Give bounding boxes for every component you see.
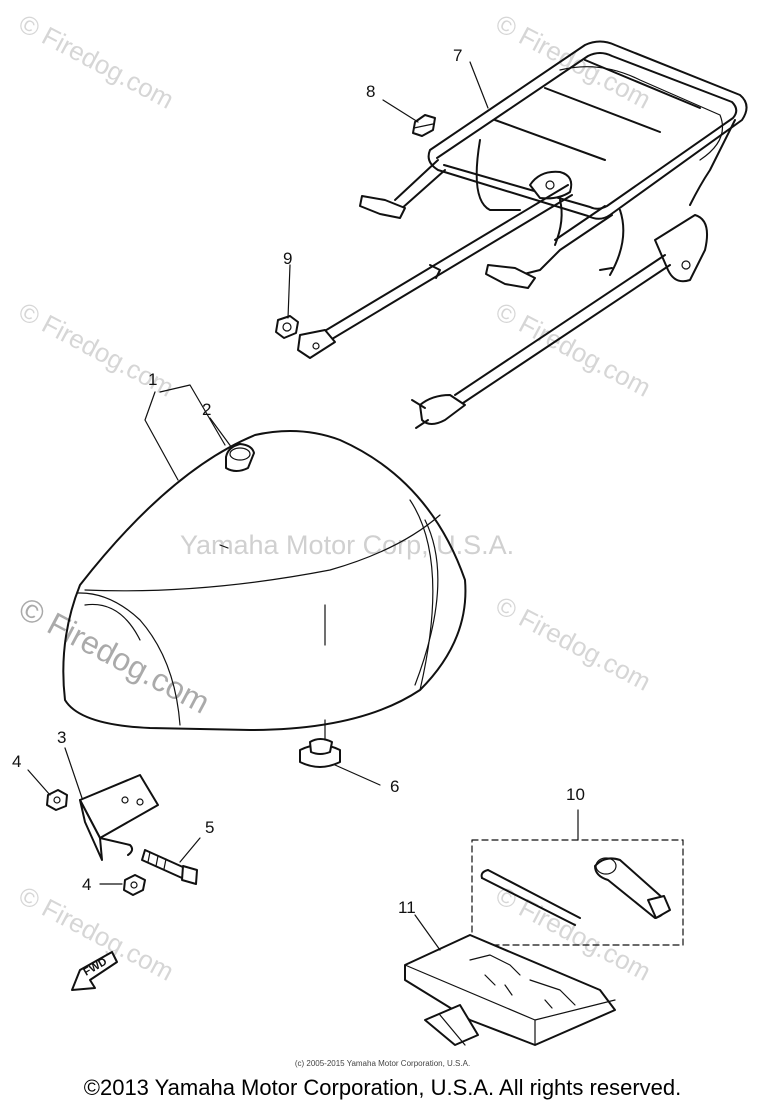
nut-4-lower xyxy=(123,874,146,896)
callout-3: 3 xyxy=(57,728,67,747)
small-copyright: (c) 2005-2015 Yamaha Motor Corporation, … xyxy=(294,1059,471,1068)
rear-rack xyxy=(297,40,748,429)
callout-5: 5 xyxy=(205,818,215,837)
damper-6 xyxy=(299,719,341,768)
callout-2: 2 xyxy=(202,400,212,419)
callout-4-upper: 4 xyxy=(12,752,22,771)
bolt-8 xyxy=(412,114,436,137)
nut-4-upper xyxy=(46,789,68,811)
callout-1: 1 xyxy=(148,370,158,389)
callout-11: 11 xyxy=(398,898,416,917)
toolkit-box xyxy=(471,839,684,946)
fwd-arrow: FWD xyxy=(71,951,118,991)
callout-6: 6 xyxy=(390,777,400,796)
center-watermark: Yamaha Motor Corp, U.S.A. xyxy=(180,530,515,560)
callout-10: 10 xyxy=(566,785,585,804)
callout-7: 7 xyxy=(453,46,463,65)
bracket-3 xyxy=(79,774,159,861)
leader-lines xyxy=(27,61,579,951)
seat xyxy=(62,430,467,731)
bolt-5 xyxy=(141,849,198,885)
tool-tray-11 xyxy=(404,934,616,1046)
footer-copyright: ©2013 Yamaha Motor Corporation, U.S.A. A… xyxy=(83,1075,682,1100)
callout-8: 8 xyxy=(366,82,376,101)
callout-4-lower: 4 xyxy=(82,875,92,894)
nut-9 xyxy=(275,315,299,339)
callout-9: 9 xyxy=(283,249,293,268)
